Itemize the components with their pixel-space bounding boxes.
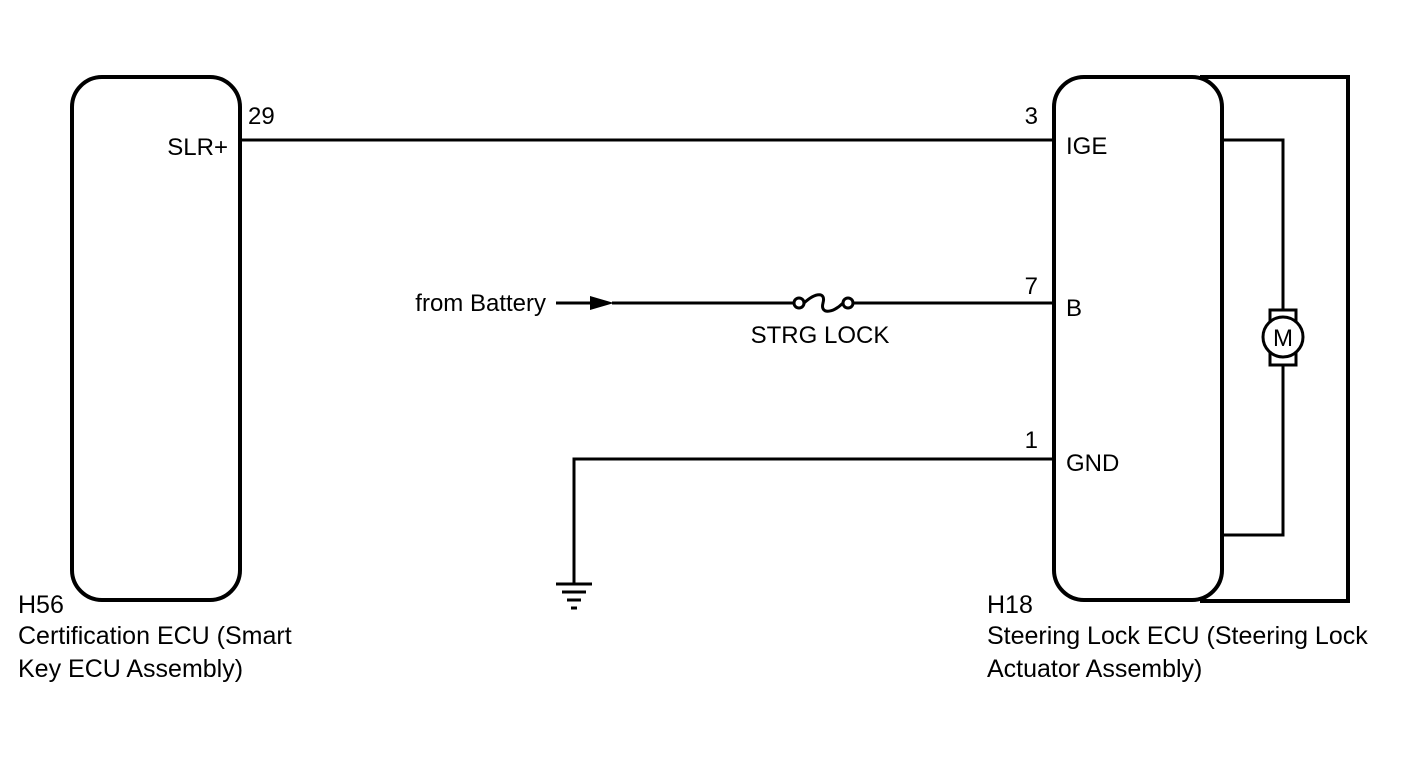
battery-arrow-icon	[590, 296, 614, 310]
battery-source-label: from Battery	[415, 290, 546, 317]
motor-icon: M	[1261, 308, 1305, 367]
actuator-assembly-frame	[1200, 75, 1350, 603]
pin-number-1: 1	[1025, 427, 1038, 454]
wire-motor-bottom	[1222, 365, 1285, 537]
ground-icon	[556, 582, 592, 610]
pin-label-ige: IGE	[1066, 133, 1107, 160]
pin-label-b: B	[1066, 295, 1082, 322]
fuse-label: STRG LOCK	[751, 322, 890, 349]
right-component-code: H18	[987, 591, 1033, 619]
pin-label-slr-plus: SLR+	[167, 134, 228, 161]
wire-gnd	[572, 457, 1054, 583]
pin-number-29: 29	[248, 103, 275, 130]
pin-label-gnd: GND	[1066, 450, 1119, 477]
pin-number-3: 3	[1025, 103, 1038, 130]
fuse-icon	[792, 293, 855, 313]
left-component-name-line1: Certification ECU (Smart	[18, 622, 292, 650]
left-component-code: H56	[18, 591, 64, 619]
left-component-name-line2: Key ECU Assembly)	[18, 655, 243, 683]
right-component-name-line1: Steering Lock ECU (Steering Lock	[987, 622, 1368, 650]
motor-label: M	[1273, 325, 1293, 352]
right-component-name-line2: Actuator Assembly)	[987, 655, 1202, 683]
wire-motor-top	[1222, 138, 1285, 310]
steering-lock-ecu-box	[1052, 75, 1224, 602]
pin-number-7: 7	[1025, 273, 1038, 300]
certification-ecu-box	[70, 75, 242, 602]
